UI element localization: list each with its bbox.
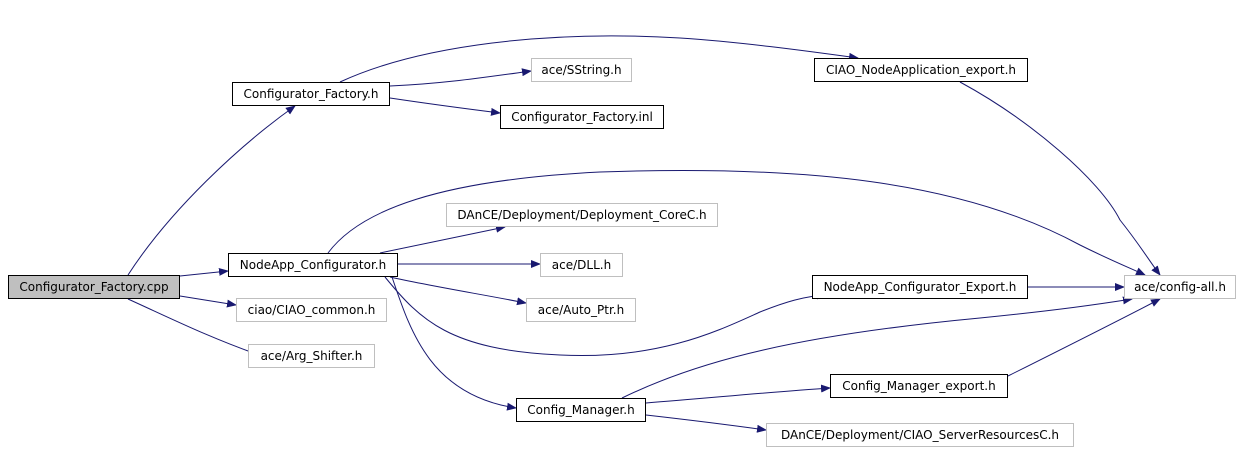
edge-cfcpp-to-nac xyxy=(179,267,229,277)
node-ace-dll-h[interactable]: ace/DLL.h xyxy=(540,253,623,277)
edge-cm-to-cfgall xyxy=(621,296,1133,399)
edge-cmexp-to-cfgall xyxy=(1007,298,1161,377)
edge-cfcpp-to-args xyxy=(127,298,263,357)
node-config-manager-export-h[interactable]: Config_Manager_export.h xyxy=(830,374,1008,398)
edge-nac-to-cfgall xyxy=(327,169,1146,276)
edge-nac-to-nacexp xyxy=(384,276,827,357)
node-config-manager-h[interactable]: Config_Manager.h xyxy=(516,398,646,422)
edge-cfh-to-sstr xyxy=(389,68,532,87)
edge-cfcpp-to-cfh xyxy=(127,105,296,276)
node-nodeapp-configurator-export-h[interactable]: NodeApp_Configurator_Export.h xyxy=(812,275,1028,299)
node-ace-arg-shifter-h[interactable]: ace/Arg_Shifter.h xyxy=(248,344,375,368)
edge-cfcpp-to-ciaocm xyxy=(179,295,237,308)
node-ciao-serverresourcesc-h[interactable]: DAnCE/Deployment/CIAO_ServerResourcesC.h xyxy=(766,423,1074,447)
node-configurator-factory-inl[interactable]: Configurator_Factory.inl xyxy=(500,105,664,129)
edge-cm-to-dsrv xyxy=(645,414,767,433)
node-configurator-factory-cpp[interactable]: Configurator_Factory.cpp xyxy=(8,275,180,299)
edge-cfh-to-ciaona xyxy=(339,35,859,83)
node-deployment-corec-h[interactable]: DAnCE/Deployment/Deployment_CoreC.h xyxy=(446,203,718,227)
node-configurator-factory-h[interactable]: Configurator_Factory.h xyxy=(232,82,390,106)
node-ace-auto-ptr-h[interactable]: ace/Auto_Ptr.h xyxy=(526,298,636,322)
edge-ciaona-to-cfgall xyxy=(959,81,1161,276)
node-nodeapp-configurator-h[interactable]: NodeApp_Configurator.h xyxy=(228,253,398,277)
node-ciao-common-h[interactable]: ciao/CIAO_common.h xyxy=(236,298,387,322)
node-ace-config-all-h[interactable]: ace/config-all.h xyxy=(1124,275,1236,299)
edge-nac-to-aptr xyxy=(389,276,527,306)
edge-nac-to-dcore xyxy=(379,224,506,254)
edge-nac-to-cm xyxy=(391,276,517,411)
node-ace-sstring-h[interactable]: ace/SString.h xyxy=(531,58,632,82)
node-ciao-nodeapplication-export-h[interactable]: CIAO_NodeApplication_export.h xyxy=(814,58,1028,82)
edge-cfh-to-cfinl xyxy=(389,97,501,116)
edge-cm-to-cmexp xyxy=(645,384,831,404)
